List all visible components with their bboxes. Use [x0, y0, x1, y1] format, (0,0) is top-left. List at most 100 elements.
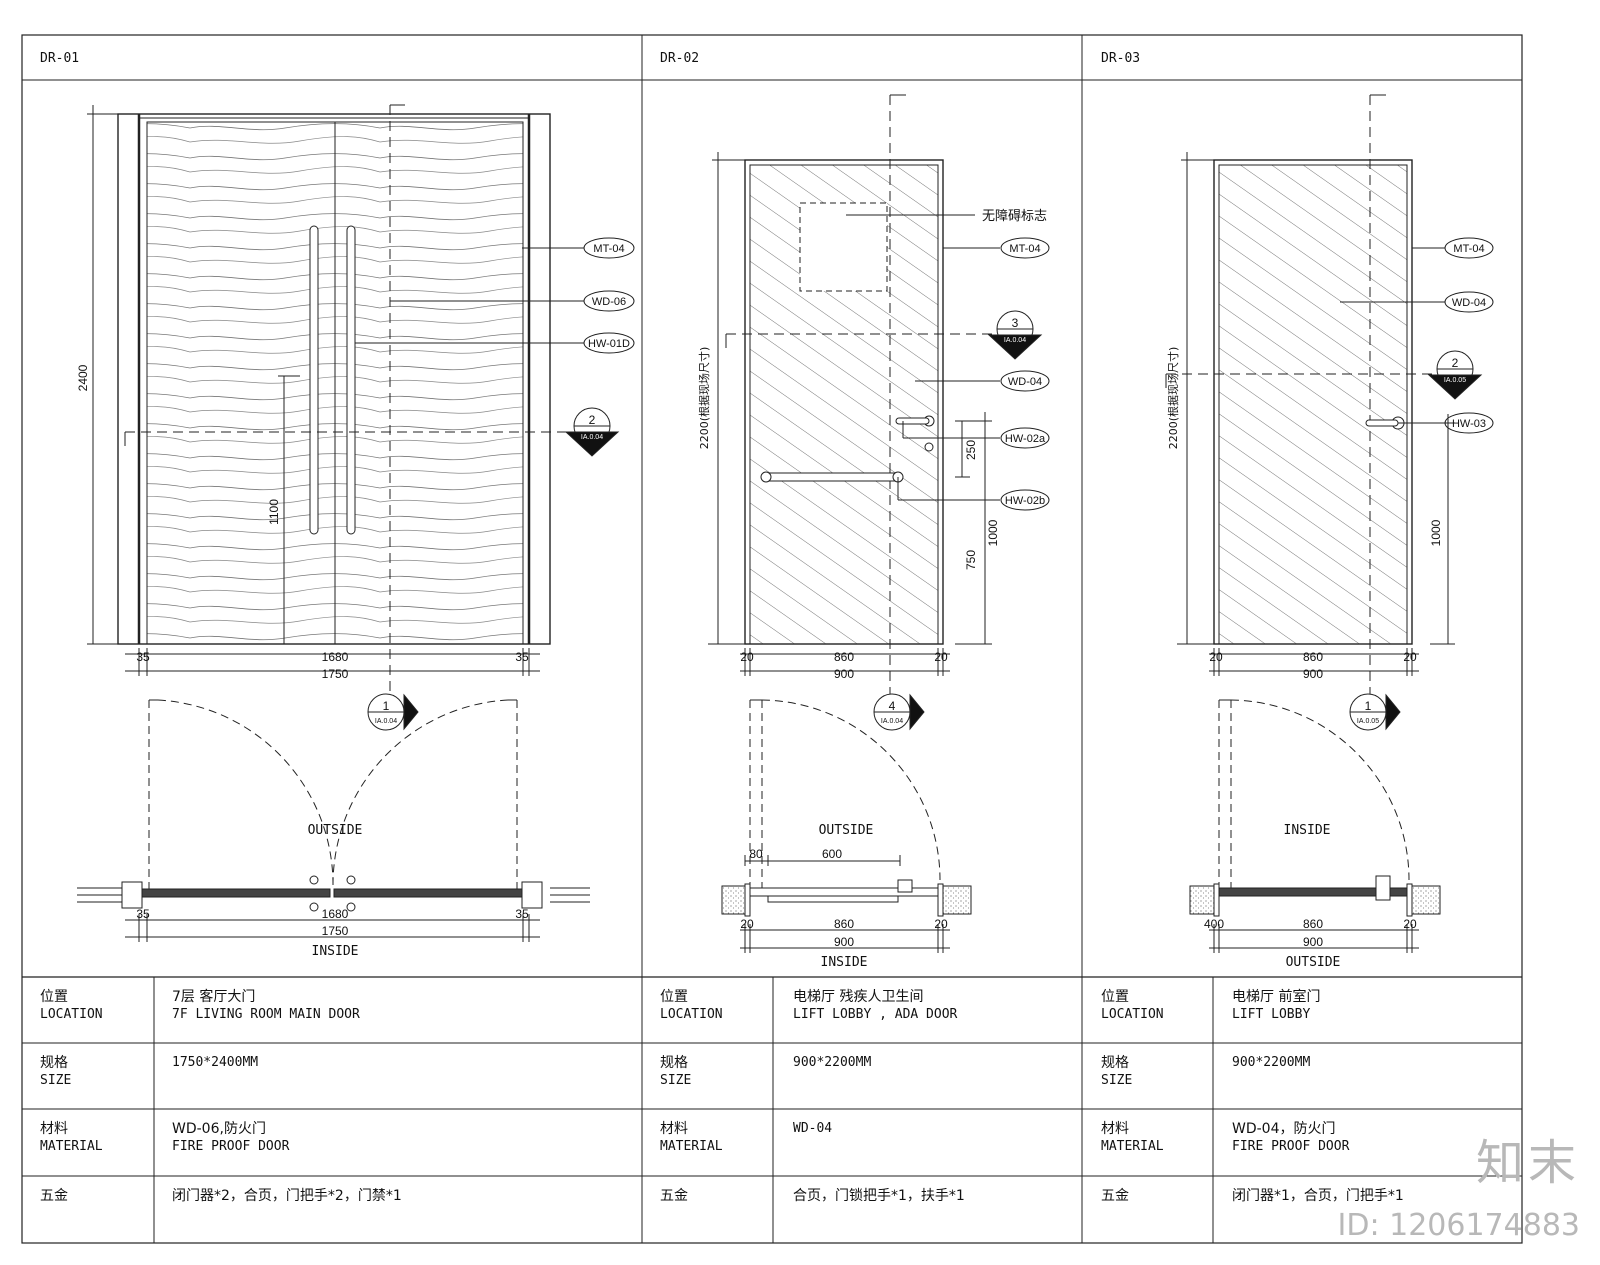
label-location-cn-3: 位置: [1101, 989, 1129, 1005]
dr02-tag-hw02b: HW-02b: [1005, 495, 1045, 507]
dr02-plan-dim-80: 80: [749, 847, 763, 861]
dr02-location-en: LIFT LOBBY , ADA DOOR: [793, 1007, 958, 1022]
dr03-section-a-num: 2: [1452, 356, 1459, 370]
dr03-section-b-ref: IA.0.05: [1357, 718, 1379, 725]
label-material-cn-1: 材料: [40, 1121, 68, 1137]
dr03-tag-hw03: HW-03: [1452, 418, 1486, 430]
dr02-section-a-ref: IA.0.04: [1004, 337, 1026, 344]
dr03-plan-top-label: INSIDE: [1284, 823, 1331, 838]
dr01-plan: [77, 699, 590, 942]
dr02-plan-bottom-label: INSIDE: [821, 955, 868, 970]
dr01-section-a-ref: IA.0.04: [581, 434, 603, 441]
dr02-tag-wd04: WD-04: [1008, 376, 1042, 388]
dr03-dim-right: 20: [1403, 650, 1417, 664]
dr02-size: 900*2200MM: [793, 1055, 872, 1070]
dr01-location-en: 7F LIVING ROOM MAIN DOOR: [172, 1007, 360, 1022]
dr01-section-b-num: 1: [383, 699, 390, 713]
label-location-en-1: LOCATION: [40, 1007, 103, 1022]
dr02-plan-total-width: 900: [834, 935, 854, 949]
dr01-plan-top-label: OUTSIDE: [308, 823, 363, 838]
dr01-dim-left: 35: [136, 650, 150, 664]
dr03-plan-dim-mid: 860: [1303, 917, 1323, 931]
dr03-plan-dim-right: 20: [1403, 917, 1417, 931]
dr01-total-width: 1750: [322, 667, 349, 681]
dr01-plan-bottom-label: INSIDE: [312, 944, 359, 959]
dr01-plan-dim-mid: 1680: [322, 907, 349, 921]
dr01-hardware: 闭门器*2，合页，门把手*2，门禁*1: [172, 1188, 402, 1204]
label-size-cn-1: 规格: [40, 1055, 68, 1071]
dr03-tag-wd04: WD-04: [1452, 297, 1486, 309]
dr03-material-en: FIRE PROOF DOOR: [1232, 1139, 1350, 1154]
dr02-tag-hw02a: HW-02a: [1005, 433, 1046, 445]
dr03-plan-dim-left: 400: [1204, 917, 1224, 931]
dr01-material-cn: WD-06,防火门: [172, 1121, 266, 1137]
dr03-dim-left: 20: [1209, 650, 1223, 664]
dr01-tag-mt04: MT-04: [593, 243, 624, 255]
dr01-dim-right: 35: [515, 650, 529, 664]
dr02-dim-750: 750: [964, 550, 978, 570]
dr02-sign-label: 无障碍标志: [982, 209, 1047, 224]
dr02-section-b-ref: IA.0.04: [881, 718, 903, 725]
dr03-size: 900*2200MM: [1232, 1055, 1311, 1070]
dr02-material-cn: WD-04: [793, 1121, 833, 1136]
dr03-dim-1000: 1000: [1429, 519, 1443, 546]
dr02-plan-top-label: OUTSIDE: [819, 823, 874, 838]
dr02-location-cn: 电梯厅 残疾人卫生间: [793, 989, 924, 1005]
dr02-plan-dim-right: 20: [934, 917, 948, 931]
door-code-dr01: DR-01: [40, 51, 79, 66]
dr03-material-cn: WD-04，防火门: [1232, 1121, 1336, 1137]
label-hardware-cn-3: 五金: [1101, 1188, 1129, 1204]
dr01-plan-total-width: 1750: [322, 924, 349, 938]
dr03-height-dim: 2200(根据现场尺寸): [1166, 347, 1180, 450]
dr01-section-b-ref: IA.0.04: [375, 718, 397, 725]
dr03-tag-mt04: MT-04: [1453, 243, 1484, 255]
dr02-height-dim: 2200(根据现场尺寸): [697, 347, 711, 450]
dr02-tag-mt04: MT-04: [1009, 243, 1040, 255]
label-location-en-2: LOCATION: [660, 1007, 723, 1022]
label-hardware-cn-2: 五金: [660, 1188, 688, 1204]
dr03-plan-total-width: 900: [1303, 935, 1323, 949]
dr01-handle-dim: 1100: [267, 499, 281, 525]
label-size-en-3: SIZE: [1101, 1073, 1133, 1088]
dr02-total-width: 900: [834, 667, 854, 681]
dr01-location-cn: 7层 客厅大门: [172, 989, 256, 1005]
dr03-location-en: LIFT LOBBY: [1232, 1007, 1311, 1022]
dr01-tag-hw01d: HW-01D: [588, 338, 630, 350]
dr02-plan-dim-600: 600: [822, 847, 842, 861]
dr03-dim-mid: 860: [1303, 650, 1323, 664]
label-material-cn-3: 材料: [1101, 1121, 1129, 1137]
label-size-cn-3: 规格: [1101, 1055, 1129, 1071]
dr02-dim-right: 20: [934, 650, 948, 664]
door-code-dr02: DR-02: [660, 51, 699, 66]
dr02-section-b-num: 4: [889, 699, 896, 713]
dr03-plan-bottom-label: OUTSIDE: [1286, 955, 1341, 970]
watermark-id: ID: 1206174883: [1337, 1208, 1580, 1243]
dr02-elevation: [708, 94, 1050, 731]
dr02-plan: [721, 699, 972, 953]
label-material-en-3: MATERIAL: [1101, 1139, 1164, 1154]
dr03-section-a-ref: IA.0.05: [1444, 377, 1466, 384]
dr02-plan-dim-left: 20: [740, 917, 754, 931]
dr02-hardware: 合页，门锁把手*1，扶手*1: [793, 1188, 965, 1204]
label-size-en-1: SIZE: [40, 1073, 72, 1088]
dr03-elevation: [1165, 94, 1494, 731]
dr02-dim-mid: 860: [834, 650, 854, 664]
dr02-section-a-num: 3: [1012, 316, 1019, 330]
label-location-cn-1: 位置: [40, 989, 68, 1005]
label-location-en-3: LOCATION: [1101, 1007, 1164, 1022]
label-location-cn-2: 位置: [660, 989, 688, 1005]
dr01-plan-dim-right: 35: [515, 907, 529, 921]
dr01-elevation: [87, 104, 635, 731]
sheet-grid: [21, 34, 1523, 1244]
dr01-tag-wd06: WD-06: [592, 296, 626, 308]
dr02-plan-dim-mid: 860: [834, 917, 854, 931]
dr02-dim-left: 20: [740, 650, 754, 664]
dr01-dim-mid: 1680: [322, 650, 349, 664]
dr02-dim-250: 250: [964, 440, 978, 460]
dr01-height-dim: 2400: [76, 364, 90, 391]
label-material-en-1: MATERIAL: [40, 1139, 103, 1154]
dr03-hardware: 闭门器*1，合页，门把手*1: [1232, 1188, 1404, 1204]
dr02-dim-1000: 1000: [986, 519, 1000, 546]
label-size-cn-2: 规格: [660, 1055, 688, 1071]
